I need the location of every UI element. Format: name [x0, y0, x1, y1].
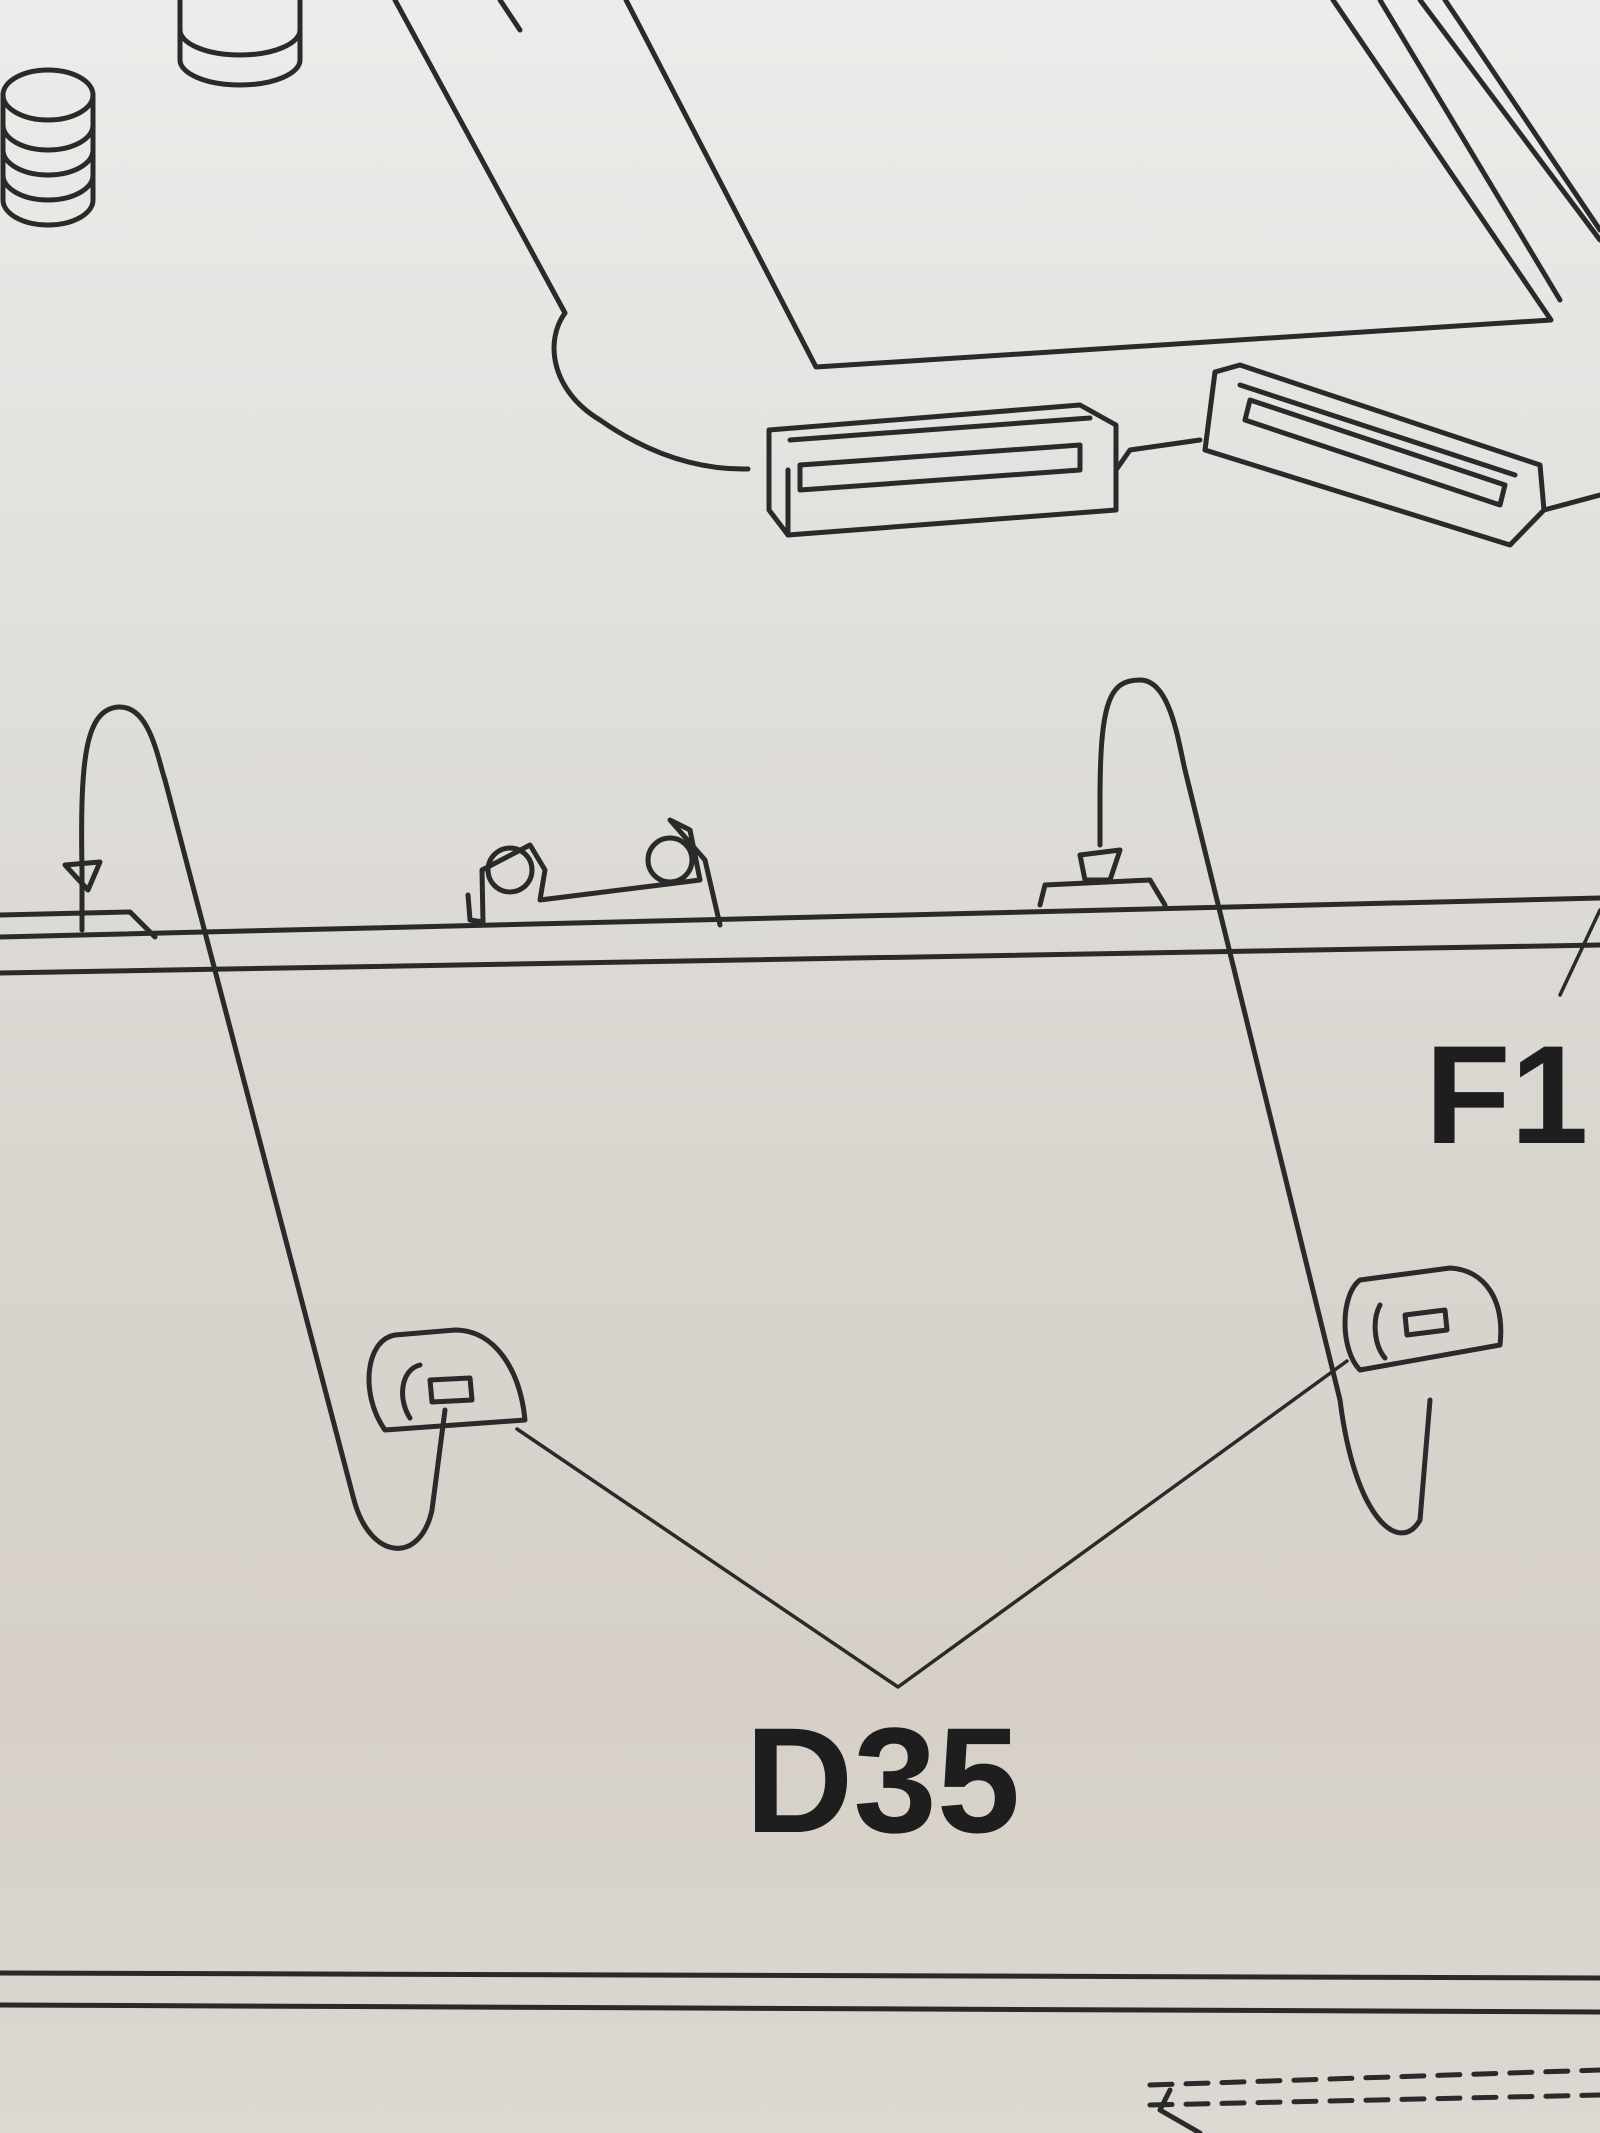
connector-right: [1202, 362, 1600, 548]
mount-right: [1037, 797, 1168, 908]
rail: [0, 895, 1600, 997]
cylinder-part-top: [177, 0, 303, 88]
part-label-d35: D35: [745, 1696, 1021, 1864]
d35-leader-lines: [515, 1359, 1349, 1689]
mount-left: [0, 859, 158, 940]
plate-part: [392, 0, 1600, 472]
bottom-rail: [0, 1970, 1600, 2133]
mount-middle: [465, 817, 723, 928]
clip-part-left: [79, 704, 528, 1551]
clip-part-right: [1097, 677, 1504, 1536]
connector-left: [766, 402, 1203, 538]
cylinder-part-left: [0, 67, 96, 228]
part-label-f1: F1: [1425, 1016, 1589, 1173]
